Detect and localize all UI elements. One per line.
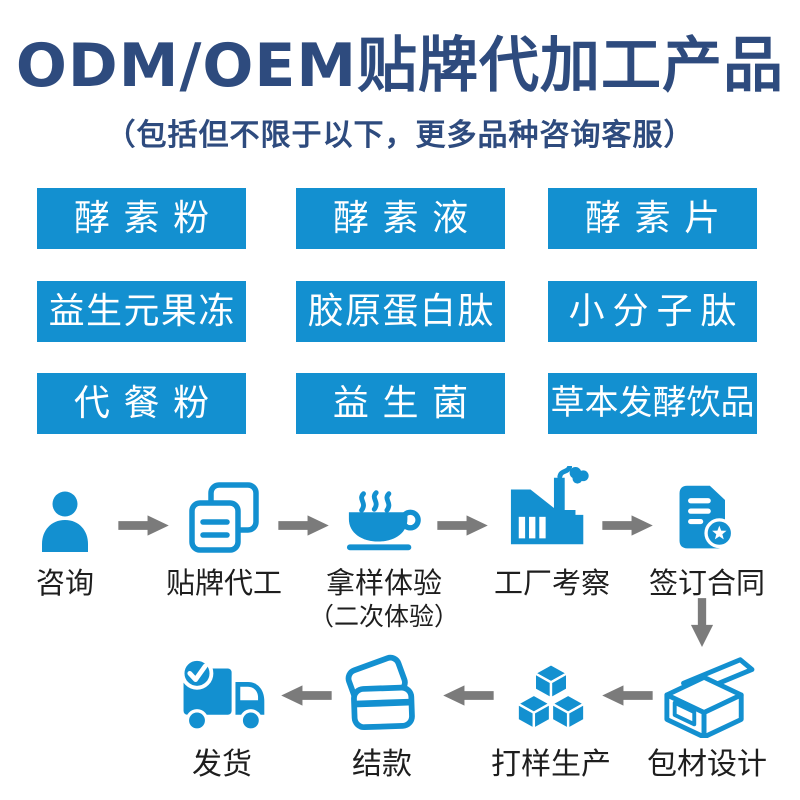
contract-icon bbox=[679, 485, 735, 549]
arrow-right-icon bbox=[602, 515, 653, 536]
step-label-consult: 咨询 bbox=[35, 566, 95, 600]
step-sublabel-second-experience: （二次体验） bbox=[308, 602, 460, 631]
page-subtitle: （包括但不限于以下，更多品种咨询客服） bbox=[105, 118, 695, 153]
documents-icon bbox=[189, 482, 259, 553]
arrow-down-icon bbox=[690, 598, 714, 647]
step-label-factory-visit: 工厂考察 bbox=[493, 566, 611, 600]
arrow-right-icon bbox=[278, 515, 329, 536]
coffee-icon bbox=[346, 490, 421, 551]
product-button-small-peptide: 小分子肽 bbox=[548, 281, 757, 342]
step-label-oem: 贴牌代工 bbox=[165, 566, 283, 600]
arrow-left-icon bbox=[602, 685, 653, 706]
step-label-sampling-production: 打样生产 bbox=[491, 747, 611, 782]
step-label-sign-contract: 签订合同 bbox=[648, 566, 766, 600]
step-label-packaging-design: 包材设计 bbox=[647, 747, 767, 782]
box-icon bbox=[664, 657, 755, 738]
product-button-herbal-drink: 草本发酵饮品 bbox=[548, 373, 757, 434]
product-button-collagen-peptide: 胶原蛋白肽 bbox=[296, 281, 505, 342]
arrow-left-icon bbox=[443, 685, 494, 706]
product-button-meal-powder: 代餐粉 bbox=[37, 373, 246, 434]
cards-icon bbox=[345, 654, 415, 731]
truck-icon bbox=[180, 657, 265, 732]
step-label-ship: 发货 bbox=[192, 747, 252, 782]
page-title: ODM/OEM贴牌代加工产品 bbox=[15, 31, 785, 101]
product-button-prebiotic-jelly: 益生元果冻 bbox=[37, 281, 246, 342]
person-icon bbox=[42, 491, 88, 552]
product-button-enzyme-powder: 酵素粉 bbox=[37, 188, 246, 249]
factory-icon bbox=[510, 466, 589, 545]
product-button-enzyme-tablet: 酵素片 bbox=[548, 188, 757, 249]
step-label-payment: 结款 bbox=[352, 747, 412, 782]
product-button-probiotics: 益生菌 bbox=[296, 373, 505, 434]
arrow-right-icon bbox=[437, 515, 488, 536]
product-button-enzyme-liquid: 酵素液 bbox=[296, 188, 505, 249]
step-label-sample: 拿样体验 bbox=[325, 566, 443, 600]
arrow-left-icon bbox=[281, 685, 332, 706]
arrow-right-icon bbox=[118, 515, 169, 536]
cubes-icon bbox=[516, 663, 586, 731]
